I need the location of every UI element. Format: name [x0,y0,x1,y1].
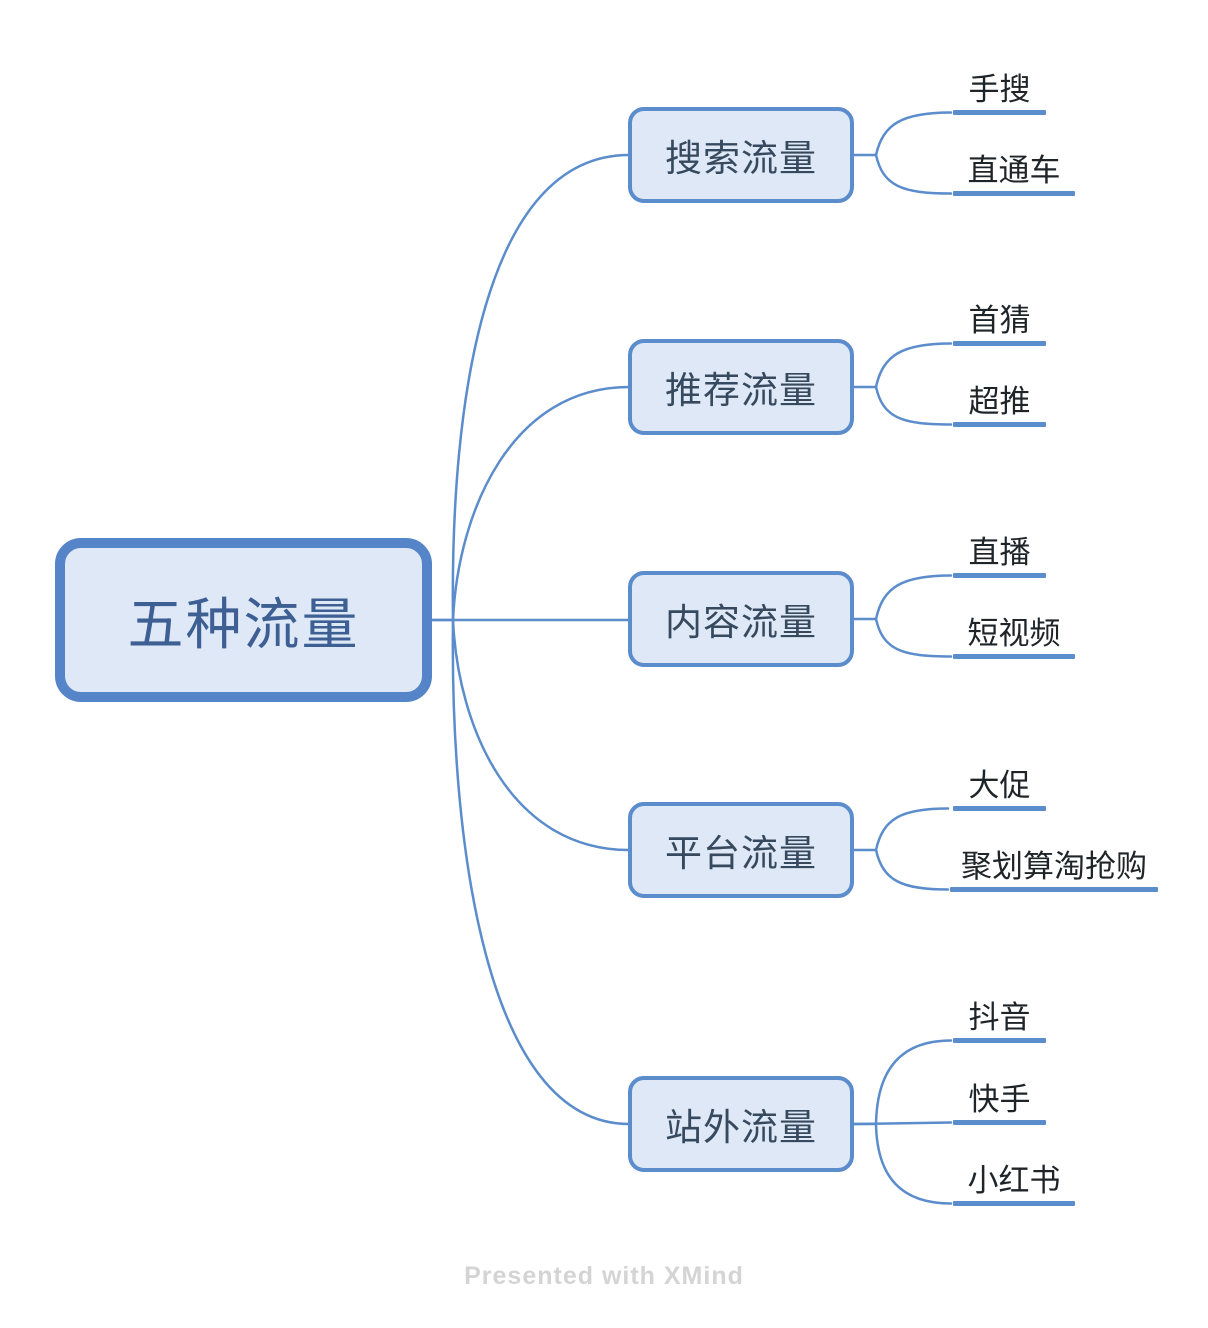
leaf-node-zhitongche[interactable]: 直通车 [953,144,1075,196]
leaf-underline [953,422,1046,427]
leaf-label: 首猜 [968,303,1031,338]
leaf-underline [953,806,1046,811]
connector-branch-5-leaf-1 [874,1039,953,1126]
leaf-label: 手搜 [968,72,1031,107]
connector-root-to-branch-5 [451,618,631,1126]
leaf-label: 直通车 [967,153,1061,188]
leaf-node-douyin[interactable]: 抖音 [953,991,1046,1043]
leaf-node-dacu[interactable]: 大促 [953,759,1046,811]
connector-branch-2-leaf-2 [874,385,953,426]
leaf-label: 小红书 [967,1163,1061,1198]
leaf-node-zhibo[interactable]: 直播 [953,526,1046,578]
connector-branch-1-leaf-1 [874,111,953,157]
leaf-label: 短视频 [967,616,1061,651]
leaf-node-juhuasuan[interactable]: 聚划算淘抢购 [950,840,1158,892]
branch-node-label: 搜索流量 [665,138,817,179]
leaf-underline [953,110,1046,115]
connector-branch-4-leaf-1 [874,807,950,852]
connector-branch-3-leaf-1 [874,574,953,621]
branch-node-label: 站外流量 [665,1107,817,1148]
connector-branch-2-leaf-1 [874,342,953,389]
leaf-label: 抖音 [968,1000,1031,1035]
branch-node-offsite-traffic[interactable]: 站外流量 [628,1076,854,1172]
leaf-node-kuaishou[interactable]: 快手 [953,1073,1046,1125]
branch-node-search-traffic[interactable]: 搜索流量 [628,107,854,203]
leaf-label: 快手 [968,1082,1031,1117]
leaf-label: 超推 [968,384,1031,419]
leaf-node-shousou[interactable]: 手搜 [953,63,1046,115]
root-node[interactable]: 五种流量 [55,538,432,702]
leaf-label: 大促 [968,768,1031,803]
connector-branch-5-leaf-3 [874,1122,953,1205]
connector-root-to-branch-2 [451,385,631,622]
leaf-underline [953,1120,1046,1125]
leaf-underline [953,341,1046,346]
leaf-node-duanshipin[interactable]: 短视频 [953,607,1075,659]
leaf-underline [953,1038,1046,1043]
connector-branch-5-leaf-2 [852,1121,953,1126]
connector-branch-4-leaf-2 [874,848,950,891]
leaf-underline [953,1201,1075,1206]
branch-node-label: 平台流量 [665,833,817,874]
connector-root-to-branch-1 [430,153,631,622]
branch-node-platform-traffic[interactable]: 平台流量 [628,802,854,898]
connector-branch-1-leaf-2 [874,153,953,195]
connector-root-to-branch-4 [451,618,631,852]
leaf-underline [953,191,1075,196]
branch-node-label: 内容流量 [665,602,817,643]
root-node-label: 五种流量 [127,592,360,656]
leaf-label: 直播 [968,535,1031,570]
leaf-underline [953,573,1046,578]
leaf-underline [953,654,1075,659]
leaf-label: 聚划算淘抢购 [961,849,1147,884]
leaf-node-xiaohongshu[interactable]: 小红书 [953,1154,1075,1206]
branch-node-content-traffic[interactable]: 内容流量 [628,571,854,667]
xmind-watermark: Presented with XMind [464,1262,744,1290]
branch-node-recommend-traffic[interactable]: 推荐流量 [628,339,854,435]
leaf-node-chaotui[interactable]: 超推 [953,375,1046,427]
leaf-node-shoucai[interactable]: 首猜 [953,294,1046,346]
leaf-underline [950,887,1158,892]
branch-node-label: 推荐流量 [665,370,817,411]
connector-branch-3-leaf-2 [874,617,953,658]
